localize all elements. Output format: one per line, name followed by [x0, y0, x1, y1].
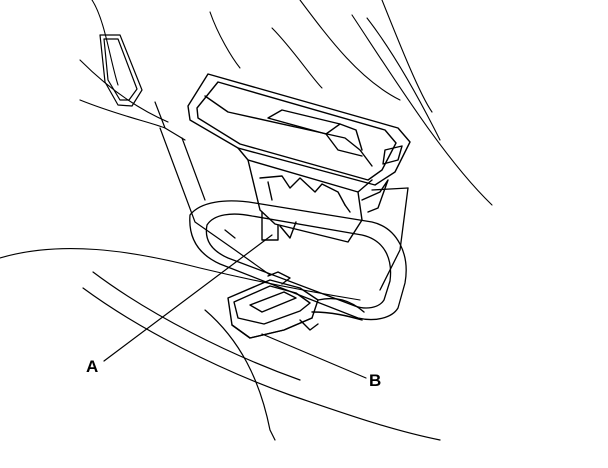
leader-line-b: [261, 333, 367, 379]
callout-a: A: [86, 357, 99, 376]
window-switch: [187, 73, 411, 243]
armrest-contour: [82, 127, 441, 441]
connector-b: [227, 271, 365, 339]
leader-line-a: [103, 234, 273, 362]
door-panel-outline: [0, 0, 493, 301]
callout-b: B: [369, 371, 382, 390]
trim-window: [99, 34, 186, 141]
leader-lines: [103, 234, 367, 379]
switch-pocket: [189, 187, 409, 321]
